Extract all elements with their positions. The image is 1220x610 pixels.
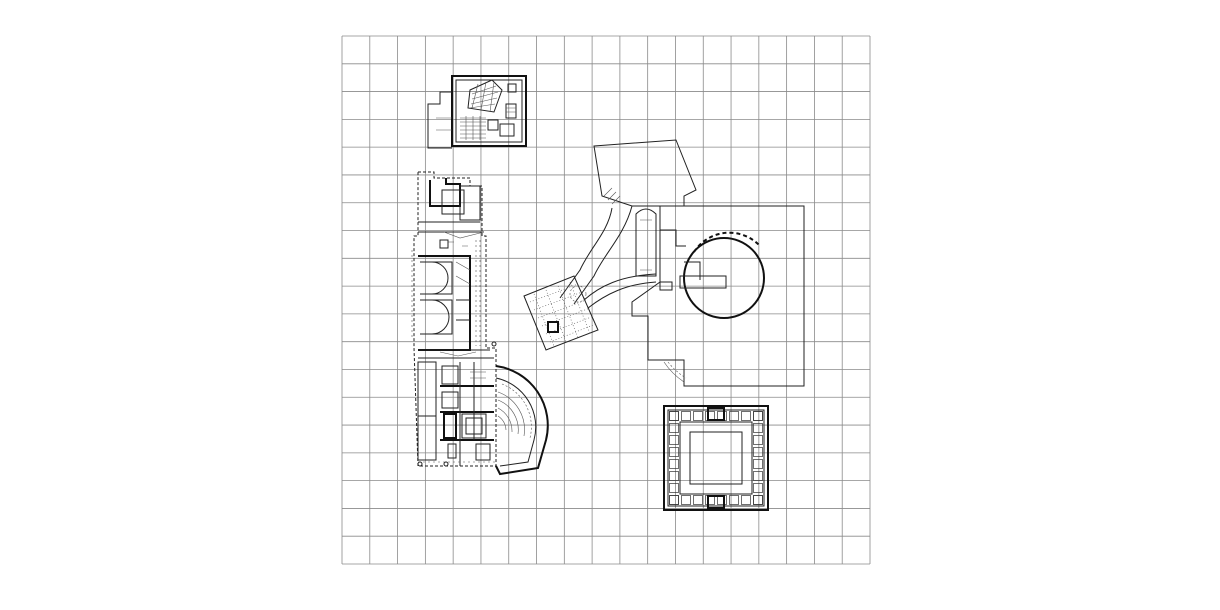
court-room [669, 495, 679, 505]
seating-rows [460, 116, 486, 140]
court-room [753, 471, 763, 481]
court-room [753, 447, 763, 457]
court-room [741, 411, 751, 421]
court-room [753, 411, 763, 421]
court-room [669, 411, 679, 421]
background-grid [341, 35, 871, 565]
circular-hall [679, 231, 765, 319]
central-complex-plan [523, 139, 805, 387]
court-room [669, 471, 679, 481]
court-room [753, 483, 763, 493]
court-room [669, 495, 679, 505]
square-court-plan [663, 405, 769, 511]
long-building-plan [411, 171, 549, 476]
curved-auditorium [495, 365, 549, 476]
court-room [693, 495, 703, 505]
court-room [681, 495, 691, 505]
court-room [669, 483, 679, 493]
court-room [741, 495, 751, 505]
court-room [669, 423, 679, 433]
court-room [729, 495, 739, 505]
court-room [669, 447, 679, 457]
hatched-pavilion [523, 275, 599, 351]
court-room [753, 423, 763, 433]
lower-wing [417, 361, 494, 466]
court-room [669, 411, 679, 421]
court-perimeter-rooms [669, 411, 763, 505]
court-room [681, 411, 691, 421]
court-room [693, 411, 703, 421]
court-room [753, 411, 763, 421]
court-room [753, 459, 763, 469]
court-room [669, 459, 679, 469]
court-room [753, 495, 763, 505]
court-room [753, 435, 763, 445]
small-hall-plan [427, 75, 527, 149]
apsidal-chambers [418, 255, 471, 351]
court-room [669, 435, 679, 445]
court-room [753, 495, 763, 505]
court-room [729, 411, 739, 421]
side-column-row [411, 240, 481, 346]
